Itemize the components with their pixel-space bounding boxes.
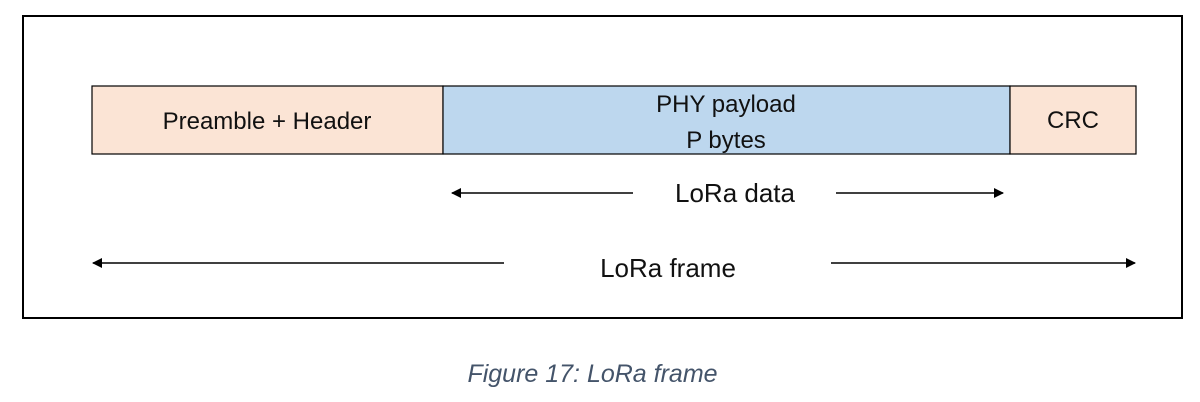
phy-payload-segment [442, 85, 1011, 155]
preamble-header-label: Preamble + Header [163, 108, 372, 135]
phy-payload-label: PHY payload [656, 91, 796, 118]
lora-data-label: LoRa data [675, 178, 796, 208]
lora-frame-label: LoRa frame [600, 253, 736, 283]
diagram-border [22, 15, 1183, 319]
crc-label: CRC [1047, 107, 1099, 134]
figure-caption: Figure 17: LoRa frame [467, 360, 718, 388]
payload-size-label: P bytes [686, 127, 766, 154]
crc-segment [1009, 85, 1137, 155]
lora-frame-diagram: Preamble + Header PHY payload P bytes CR… [22, 15, 1183, 319]
preamble-header-segment [91, 85, 444, 155]
